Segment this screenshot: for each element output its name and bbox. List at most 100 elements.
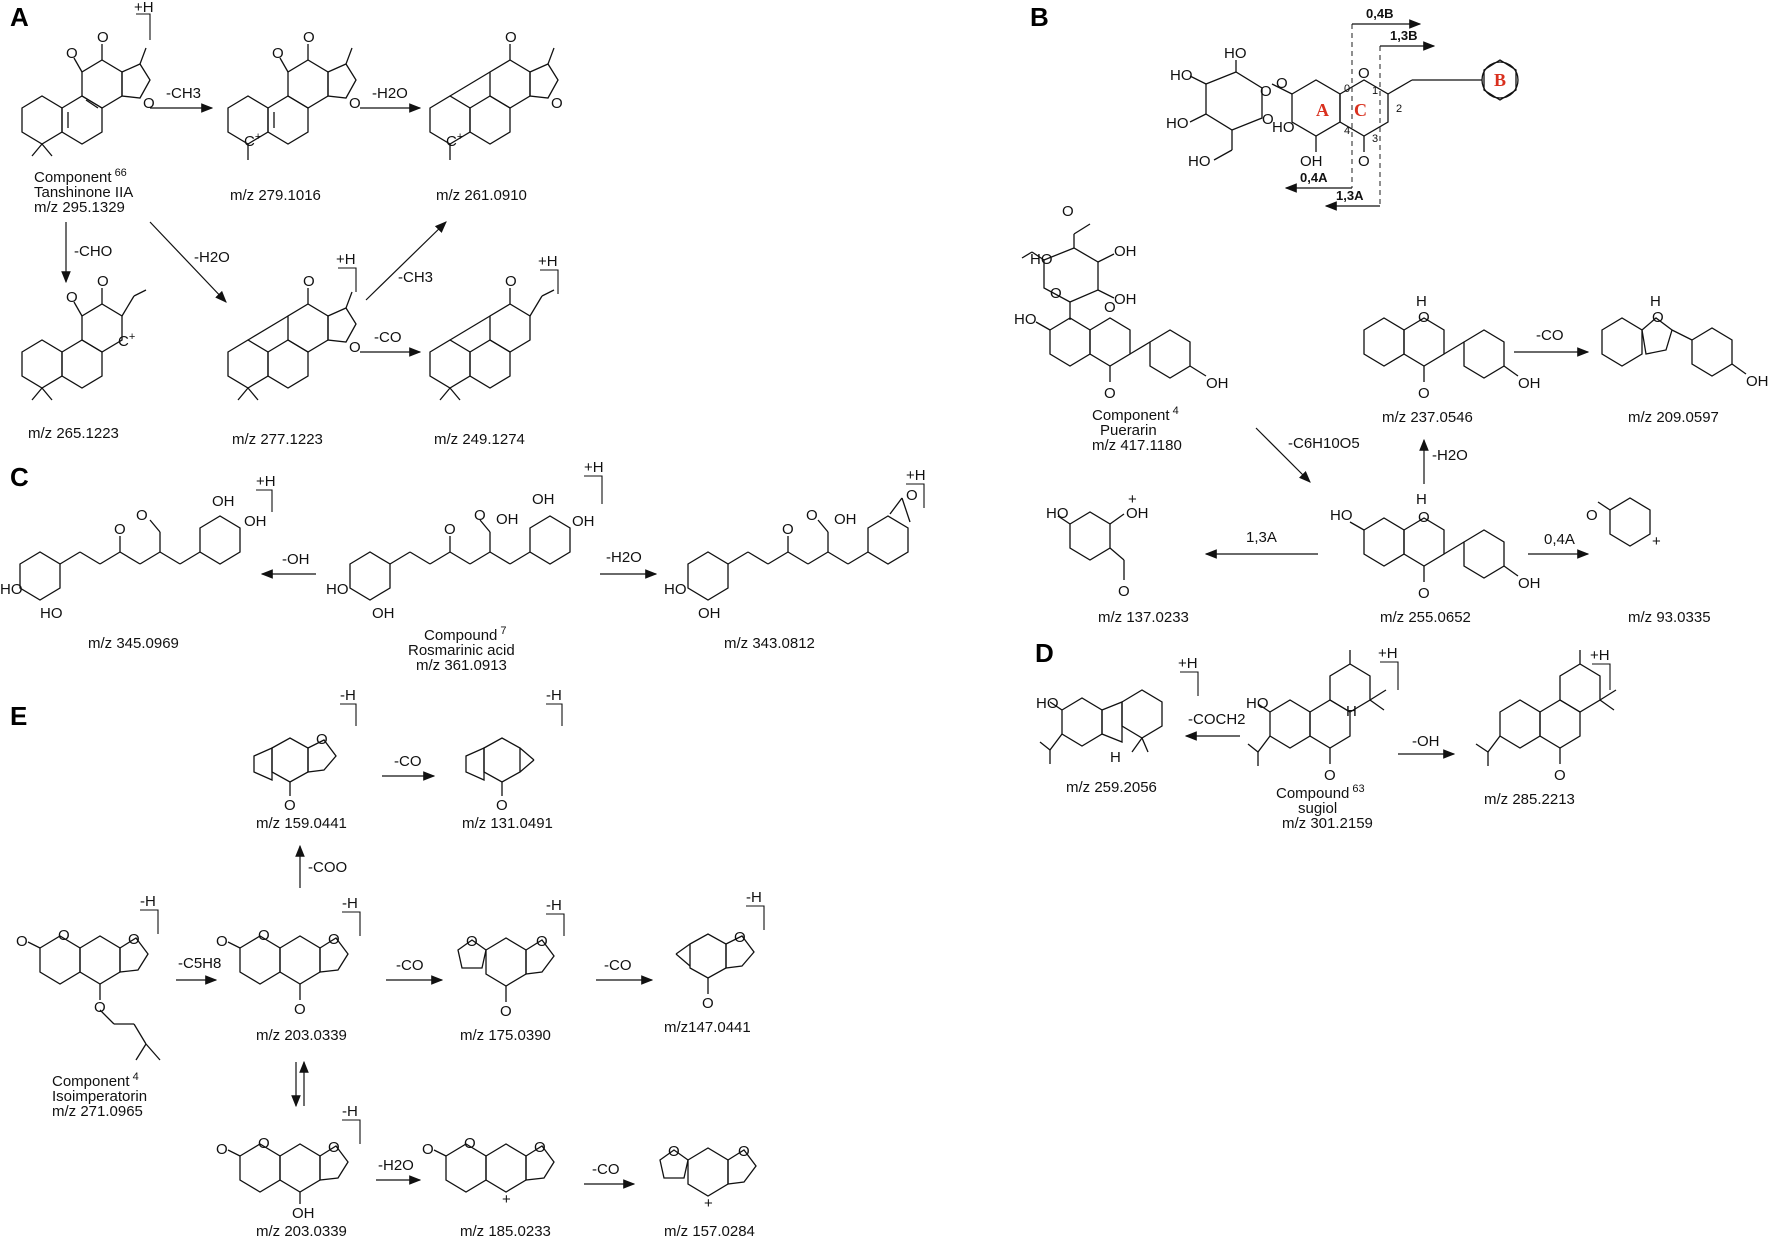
- structure-m175: O O O -H: [457, 897, 565, 1020]
- structure-m203b: O O O OH -H: [216, 1103, 361, 1222]
- atom-o: O: [136, 507, 148, 524]
- atom-ho: HO: [0, 581, 23, 598]
- atom-ho: HO: [1330, 507, 1353, 524]
- atom-o: O: [284, 797, 296, 814]
- cleavage-label-0-4a: 0,4A: [1300, 170, 1328, 185]
- arrow-label-loss-h2o: -H2O: [1432, 447, 1468, 464]
- parent-mz: m/z 301.2159: [1282, 815, 1373, 832]
- product-mz-255: m/z 255.0652: [1380, 609, 1471, 626]
- atom-o: O: [806, 507, 818, 524]
- position-label: 2: [1396, 103, 1402, 115]
- atom-o: O: [464, 1135, 476, 1152]
- atom-h: H: [1650, 293, 1661, 310]
- arrow-label-loss-co-top: -CO: [394, 753, 422, 770]
- panel-label-b: B: [1030, 2, 1049, 32]
- adduct-label: -H: [342, 895, 358, 912]
- atom-o: O: [534, 1139, 546, 1156]
- structure-tanshinone-iia: O O O +H: [21, 0, 155, 157]
- product-mz-147: m/z147.0441: [664, 1019, 751, 1036]
- atom-oh: OH: [1518, 375, 1541, 392]
- atom-ho: HO: [1272, 119, 1295, 136]
- structure-m131: O -H: [465, 687, 563, 814]
- atom-ho: HO: [1046, 505, 1069, 522]
- atom-o: O: [349, 95, 361, 112]
- arrow-label-loss-oh: -OH: [1412, 733, 1440, 750]
- atom-oh: OH: [532, 491, 555, 508]
- cleavage-label-1-3a: 1,3A: [1336, 188, 1364, 203]
- structure-m237: H O O OH: [1363, 293, 1541, 402]
- structure-m259: HO H +H: [1036, 655, 1199, 766]
- atom-ho: HO: [1014, 311, 1037, 328]
- atom-o: O: [128, 931, 140, 948]
- arrow-label-loss-ch3-2: -CH3: [398, 269, 433, 286]
- atom-oh: OH: [572, 513, 595, 530]
- product-mz-285: m/z 285.2213: [1484, 791, 1575, 808]
- atom-o: O: [1262, 111, 1274, 128]
- adduct-label: -H: [546, 687, 562, 704]
- atom-o: O: [272, 45, 284, 62]
- structure-isoimperatorin: O O O O -H: [16, 893, 161, 1061]
- atom-o: O: [1104, 299, 1116, 316]
- parent-mz: m/z 271.0965: [52, 1103, 143, 1120]
- atom-o: O: [668, 1143, 680, 1160]
- adduct-label: +H: [1178, 655, 1198, 672]
- arrow-label-rda-1-3a: 1,3A: [1246, 529, 1277, 546]
- parent-mz: m/z 417.1180: [1092, 437, 1182, 454]
- product-mz-203b: m/z 203.0339: [256, 1223, 347, 1240]
- product-mz-137: m/z 137.0233: [1098, 609, 1189, 626]
- parent-mz: m/z 361.0913: [416, 657, 507, 674]
- atom-o: O: [216, 1141, 228, 1158]
- arrow-label-rda-0-4a: 0,4A: [1544, 531, 1575, 548]
- arrow-label-loss-co-2: -CO: [604, 957, 632, 974]
- atom-c-plus: C+: [446, 131, 463, 150]
- atom-o: O: [143, 95, 155, 112]
- arrow-label-loss-h2o: -H2O: [378, 1157, 414, 1174]
- arrow-label-loss-co-1: -CO: [396, 957, 424, 974]
- position-label: 3: [1372, 133, 1378, 145]
- product-mz-159: m/z 159.0441: [256, 815, 347, 832]
- atom-o: O: [782, 521, 794, 538]
- atom-oh: OH: [1746, 373, 1769, 390]
- product-mz-93: m/z 93.0335: [1628, 609, 1711, 626]
- atom-o: O: [1418, 309, 1430, 326]
- arrow-label-loss-co: -CO: [374, 329, 402, 346]
- panel-label-a: A: [10, 2, 29, 32]
- arrow-label-loss-c5h8: -C5H8: [178, 955, 221, 972]
- atom-ho: HO: [1036, 695, 1059, 712]
- product-mz-203a: m/z 203.0339: [256, 1027, 347, 1044]
- atom-o: O: [738, 1143, 750, 1160]
- atom-o: O: [906, 487, 918, 504]
- parent-mz: m/z 295.1329: [34, 199, 125, 216]
- atom-oh: OH: [834, 511, 857, 528]
- atom-o: O: [66, 45, 78, 62]
- structure-m345: HO HO O O OH OH +H: [0, 473, 276, 622]
- atom-c-plus: C+: [118, 331, 135, 350]
- arrow-label-loss-co: -CO: [1536, 327, 1564, 344]
- structure-m93: O +: [1586, 497, 1661, 550]
- position-label: 1: [1372, 85, 1378, 97]
- charge-plus: +: [1652, 533, 1661, 550]
- atom-o: O: [1652, 309, 1664, 326]
- atom-oh: OH: [698, 605, 721, 622]
- panel-label-e: E: [10, 701, 27, 731]
- atom-oh: OH: [1114, 291, 1137, 308]
- atom-oh: OH: [1126, 505, 1149, 522]
- structure-m209: H O OH: [1601, 293, 1769, 390]
- atom-o: O: [1050, 285, 1062, 302]
- structure-m185: O O O +: [422, 1135, 555, 1208]
- charge-plus: +: [1128, 491, 1137, 508]
- atom-o: O: [1062, 203, 1074, 220]
- adduct-label: -H: [140, 893, 156, 910]
- structure-m147: O O -H: [675, 889, 765, 1012]
- product-mz-259: m/z 259.2056: [1066, 779, 1157, 796]
- parent-name: Puerarin: [1100, 422, 1157, 439]
- arrow-label-loss-h2o: -H2O: [606, 549, 642, 566]
- structure-m277: O O +H: [227, 251, 361, 401]
- structure-m157: O O +: [659, 1143, 757, 1212]
- adduct-label: +H: [584, 459, 604, 476]
